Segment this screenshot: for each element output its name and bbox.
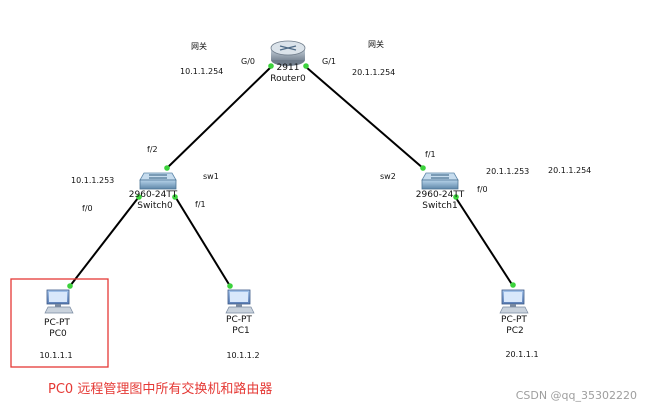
port-label-router-left: G/0 bbox=[241, 57, 255, 66]
switch0-port-down-left: f/0 bbox=[82, 204, 93, 213]
link-switch0-pc1 bbox=[175, 197, 231, 287]
switch1-ip-extra: 20.1.1.254 bbox=[548, 166, 591, 175]
pc2-name: PC2 bbox=[506, 326, 523, 336]
pc-0[interactable]: PC-PT PC0 10.1.1.1 bbox=[39, 289, 74, 360]
link-dot bbox=[164, 165, 170, 171]
watermark: CSDN @qq_35302220 bbox=[516, 389, 637, 402]
router-arrows-icon bbox=[279, 45, 297, 51]
links bbox=[69, 66, 514, 287]
pc0-highlight-box bbox=[10, 278, 109, 368]
gateway-title-right: 网关 bbox=[368, 39, 384, 49]
switch-1[interactable]: 2960-24TT Switch1 bbox=[416, 172, 465, 211]
switch0-port-down-right: f/1 bbox=[195, 200, 206, 209]
gateway-ip-left: 10.1.1.254 bbox=[180, 67, 223, 76]
link-dot bbox=[136, 194, 142, 200]
pc0-name: PC0 bbox=[49, 329, 67, 339]
diagram-caption: PC0 远程管理图中所有交换机和路由器 bbox=[48, 381, 272, 397]
pc1-model: PC-PT bbox=[226, 315, 252, 325]
link-dot bbox=[67, 283, 73, 289]
computer-icon bbox=[44, 289, 74, 314]
switch0-port-up: f/2 bbox=[147, 145, 158, 154]
link-dot bbox=[510, 282, 516, 288]
link-status-dots bbox=[67, 63, 516, 289]
router-model: 2911 bbox=[277, 63, 300, 73]
switch0-name: Switch0 bbox=[137, 201, 173, 211]
link-dot bbox=[268, 63, 274, 69]
link-dot bbox=[172, 194, 178, 200]
link-switch0-pc0 bbox=[69, 197, 139, 287]
switch-0[interactable]: 2960-24TT Switch0 bbox=[129, 172, 178, 211]
switch0-tag: sw1 bbox=[203, 172, 219, 181]
switch1-tag: sw2 bbox=[380, 172, 396, 181]
router-0[interactable]: 2911 Router0 bbox=[270, 40, 306, 84]
switch0-model: 2960-24TT bbox=[129, 190, 178, 200]
router-name: Router0 bbox=[270, 74, 306, 84]
pc0-model: PC-PT bbox=[44, 318, 70, 328]
port-label-router-right: G/1 bbox=[322, 57, 336, 66]
gateway-ip-right: 20.1.1.254 bbox=[352, 68, 395, 77]
switch1-port-up: f/1 bbox=[425, 150, 436, 159]
computer-icon bbox=[499, 289, 529, 314]
pc-2[interactable]: PC-PT PC2 20.1.1.1 bbox=[499, 289, 539, 359]
link-dot bbox=[453, 194, 459, 200]
pc1-name: PC1 bbox=[232, 326, 249, 336]
pc2-model: PC-PT bbox=[501, 315, 527, 325]
switch1-model: 2960-24TT bbox=[416, 190, 465, 200]
pc1-ip: 10.1.1.2 bbox=[226, 351, 259, 360]
link-switch1-pc2 bbox=[455, 197, 514, 287]
gateway-title-left: 网关 bbox=[191, 41, 207, 51]
switch1-port-down: f/0 bbox=[477, 185, 488, 194]
link-router-switch1 bbox=[305, 66, 425, 170]
switch0-ip: 10.1.1.253 bbox=[71, 176, 114, 185]
link-dot bbox=[227, 283, 233, 289]
link-dot bbox=[420, 165, 426, 171]
switch1-name: Switch1 bbox=[422, 201, 457, 211]
switch1-ip: 20.1.1.253 bbox=[486, 167, 529, 176]
link-dot bbox=[303, 63, 309, 69]
pc2-ip: 20.1.1.1 bbox=[505, 350, 538, 359]
pc0-ip: 10.1.1.1 bbox=[39, 351, 72, 360]
computer-icon bbox=[225, 289, 255, 314]
pc-1[interactable]: PC-PT PC1 10.1.1.2 bbox=[225, 289, 260, 360]
switch-arrows-icon bbox=[431, 174, 449, 179]
switch-arrows-icon bbox=[149, 174, 167, 179]
link-router-switch0 bbox=[165, 66, 272, 170]
